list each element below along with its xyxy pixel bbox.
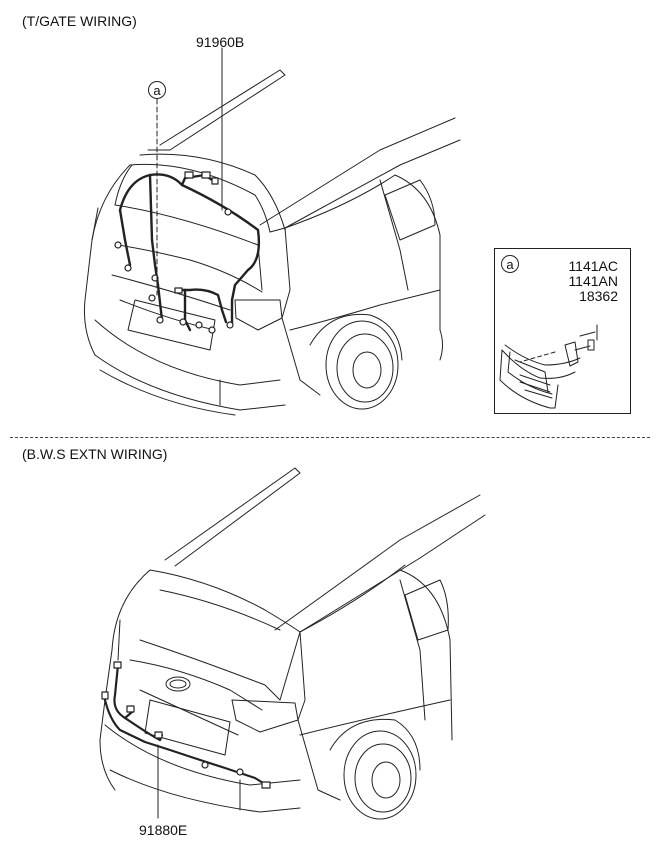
tgate-harness-part-number: 91960B bbox=[196, 34, 245, 50]
tgate-section-title: (T/GATE WIRING) bbox=[22, 13, 137, 29]
detail-part-number: 18362 bbox=[579, 288, 618, 304]
bws-harness-part-number: 91880E bbox=[139, 822, 188, 838]
bws-section-title: (B.W.S EXTN WIRING) bbox=[22, 446, 168, 462]
bws-harness-connectors bbox=[101, 661, 271, 789]
detail-part-number: 1141AN bbox=[568, 273, 618, 289]
tgate-vehicle-outline bbox=[84, 69, 461, 416]
bws-harness-wire bbox=[103, 663, 270, 788]
tgate-harness-wire bbox=[118, 173, 261, 332]
detail-a-drawing bbox=[499, 324, 598, 409]
detail-a-circle: a bbox=[501, 255, 519, 273]
bws-vehicle-outline bbox=[99, 467, 486, 820]
tgate-harness-connectors bbox=[114, 171, 234, 334]
detail-a-box: a bbox=[494, 248, 631, 414]
detail-part-number: 1141AC bbox=[568, 258, 618, 274]
detail-part-numbers: 1141AC 1141AN 18362 bbox=[548, 259, 618, 304]
section-divider bbox=[10, 437, 650, 438]
